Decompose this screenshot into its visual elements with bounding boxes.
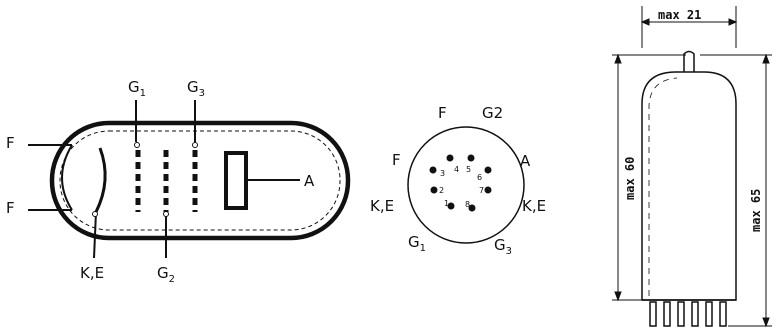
tube-body-inner-dashed: [648, 77, 678, 296]
heater-filament: [61, 144, 73, 211]
pin-5: [467, 154, 475, 162]
pin-number-1: 1: [444, 199, 449, 208]
pin-number-6: 6: [477, 173, 482, 182]
dim-height-arrow-bottom: [614, 291, 622, 302]
base-label-g2: G2: [482, 104, 503, 122]
label-anode: A: [304, 172, 315, 190]
base-label-heater-left: F: [392, 151, 401, 169]
base-label-g1: G1: [408, 233, 426, 254]
base-label-anode: A: [520, 152, 531, 170]
tube-body: [641, 71, 737, 301]
pin-number-3: 3: [440, 169, 445, 178]
pin-2: [430, 186, 438, 194]
pin-number-8: 8: [465, 200, 470, 209]
label-heater-top: F: [6, 134, 15, 152]
base-label-heater-top: F: [438, 104, 447, 122]
base-circle: [407, 126, 525, 244]
label-grid2: G2: [157, 264, 175, 285]
dim-width-arrow-left: [640, 18, 650, 26]
base-label-g3: G3: [494, 236, 512, 257]
base-label-cathode-left: K,E: [370, 197, 394, 215]
grid2-node: [163, 211, 169, 217]
dim-total-arrow-bottom: [762, 317, 770, 328]
envelope-shield-dashed: [59, 130, 341, 231]
anode-plate: [224, 151, 248, 210]
label-heater-bottom: F: [6, 199, 15, 217]
dim-width-arrow-right: [728, 18, 738, 26]
pin-3: [429, 166, 437, 174]
outline-pin-3: [677, 301, 685, 327]
grid1-node: [134, 142, 140, 148]
cathode-lead: [93, 211, 97, 259]
base-pinout: 1 2 3 4 5 6 7 8 F G2 F A K,E K,E G1 G3: [370, 104, 546, 257]
pin-numbers: 1 2 3 4 5 6 7 8: [439, 165, 484, 209]
envelope-outline: [49, 120, 351, 241]
pin-6: [484, 166, 492, 174]
pin-1: [447, 202, 455, 210]
outline-pin-1: [649, 301, 657, 327]
pin-number-4: 4: [454, 165, 459, 174]
cathode-node: [92, 211, 98, 217]
outline-pin-6: [719, 301, 727, 327]
tube-symbol-labels: F F G1 G3 G2 K,E A: [6, 78, 315, 285]
label-grid1: G1: [128, 78, 146, 99]
grid3-node: [192, 142, 198, 148]
dim-height-arrow-top: [614, 53, 622, 64]
pin-4: [446, 154, 454, 162]
dim-height-label: max 60: [623, 157, 637, 200]
label-grid3: G3: [187, 78, 205, 99]
pin-number-2: 2: [439, 186, 444, 195]
outline-pin-5: [705, 301, 713, 327]
pin-number-5: 5: [466, 165, 471, 174]
dim-width-label: max 21: [658, 8, 701, 22]
pin-8: [468, 204, 476, 212]
outline-pin-2: [663, 301, 671, 327]
pin-dots: [429, 154, 492, 212]
dim-total-label: max 65: [749, 189, 763, 232]
tube-outline: [612, 6, 772, 328]
tube-symbol: [28, 100, 351, 259]
cathode-curve: [94, 147, 107, 213]
tube-tip: [683, 50, 695, 72]
label-cathode: K,E: [80, 264, 104, 282]
pin-number-7: 7: [479, 186, 484, 195]
dim-total-arrow-top: [762, 53, 770, 64]
outline-pin-4: [691, 301, 699, 327]
pin-7: [484, 186, 492, 194]
base-label-cathode-right: K,E: [522, 197, 546, 215]
